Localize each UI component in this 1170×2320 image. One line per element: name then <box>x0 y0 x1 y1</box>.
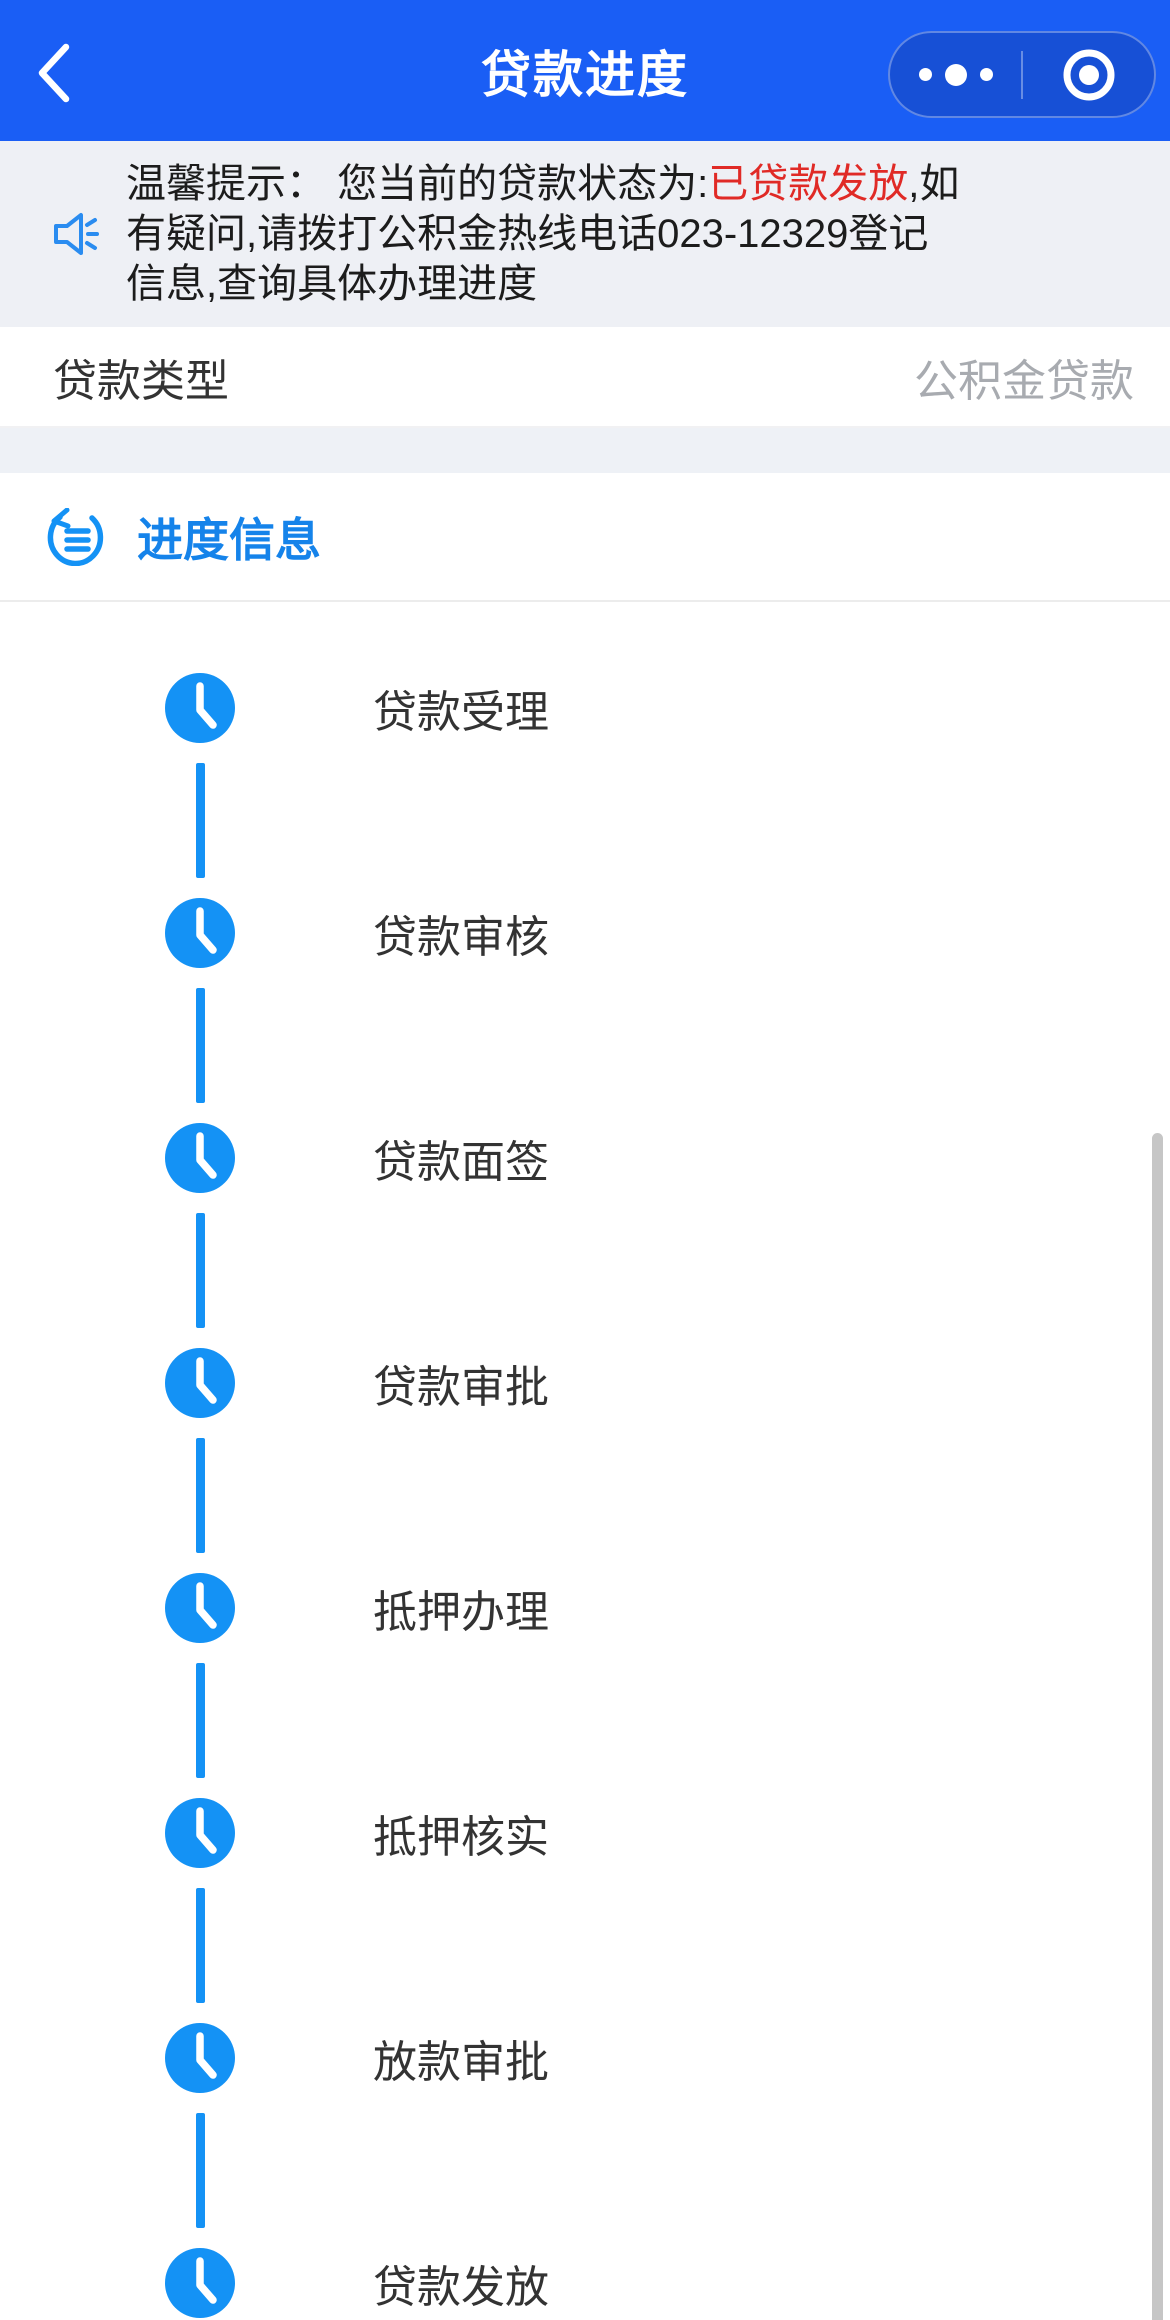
timeline-step-label: 抵押核实 <box>373 1813 549 1862</box>
progress-section-header: 进度信息 <box>0 473 1170 602</box>
section-spacer <box>0 428 1170 473</box>
timeline-step: 贷款审核 <box>0 827 1170 1103</box>
timeline-connector <box>196 988 205 1103</box>
capsule-target-icon <box>1063 49 1114 100</box>
notice-segment: 信息,查询具体办理进度 <box>126 262 538 306</box>
app-header: 贷款进度 <box>0 0 1170 141</box>
timeline: 贷款受理贷款审核贷款面签贷款审批抵押办理抵押核实放款审批贷款发放 <box>0 602 1170 2320</box>
notice-segment: ,如 <box>908 162 960 206</box>
timeline-step-label: 贷款受理 <box>373 688 549 737</box>
loan-status-value: 已贷款发放 <box>708 162 909 206</box>
timeline-connector <box>196 2113 205 2228</box>
timeline-step-label: 贷款面签 <box>373 1138 549 1187</box>
clock-icon <box>165 1123 235 1193</box>
timeline-step-label: 贷款发放 <box>373 2263 549 2312</box>
notice-line: 温馨提示： 您当前的贷款状态为:已贷款发放,如 <box>126 159 1140 209</box>
timeline-step-label: 放款审批 <box>373 2038 549 2087</box>
notice-line: 有疑问,请拨打公积金热线电话023-12329登记 <box>126 209 1140 259</box>
loan-type-value: 公积金贷款 <box>914 356 1134 406</box>
timeline-connector <box>196 763 205 878</box>
scrollbar-thumb[interactable] <box>1152 1133 1163 2320</box>
clock-icon <box>165 898 235 968</box>
timeline-step-label: 贷款审核 <box>373 913 549 962</box>
notice-segment: 有疑问,请拨打公积金热线电话023-12329登记 <box>126 212 929 256</box>
timeline-step: 贷款发放 <box>0 2177 1170 2320</box>
clock-icon <box>165 1573 235 1643</box>
page-title: 贷款进度 <box>481 46 689 103</box>
progress-list-icon <box>47 507 104 566</box>
clock-icon <box>165 1348 235 1418</box>
loan-type-label: 贷款类型 <box>53 356 229 406</box>
capsule-divider <box>1021 50 1023 99</box>
exit-button[interactable] <box>1023 33 1154 116</box>
progress-section-title: 进度信息 <box>137 513 321 566</box>
chevron-left-icon <box>38 43 70 103</box>
timeline-step: 放款审批 <box>0 1952 1170 2228</box>
menu-dots-icon <box>918 63 993 86</box>
timeline-connector <box>196 1888 205 2003</box>
timeline-step: 抵押办理 <box>0 1502 1170 1778</box>
timeline-step: 贷款审批 <box>0 1277 1170 1553</box>
notice-bar: 温馨提示： 您当前的贷款状态为:已贷款发放,如有疑问,请拨打公积金热线电话023… <box>0 141 1170 327</box>
clock-icon <box>165 1798 235 1868</box>
timeline-step-label: 抵押办理 <box>373 1588 549 1637</box>
timeline-step-label: 贷款审批 <box>373 1363 549 1412</box>
timeline-step: 贷款受理 <box>0 602 1170 878</box>
timeline-connector <box>196 1213 205 1328</box>
miniprogram-capsule <box>888 31 1156 118</box>
notice-text: 温馨提示： 您当前的贷款状态为:已贷款发放,如有疑问,请拨打公积金热线电话023… <box>126 159 1140 309</box>
back-button[interactable] <box>34 41 74 105</box>
menu-button[interactable] <box>890 33 1021 116</box>
clock-icon <box>165 2248 235 2318</box>
clock-icon <box>165 2023 235 2093</box>
timeline-connector <box>196 1663 205 1778</box>
timeline-step: 贷款面签 <box>0 1052 1170 1328</box>
timeline-connector <box>196 1438 205 1553</box>
notice-segment: 温馨提示： 您当前的贷款状态为: <box>126 162 709 206</box>
notice-line: 信息,查询具体办理进度 <box>126 259 1140 309</box>
speaker-icon <box>54 213 99 255</box>
loan-type-row: 贷款类型 公积金贷款 <box>0 327 1170 428</box>
clock-icon <box>165 673 235 743</box>
timeline-step: 抵押核实 <box>0 1727 1170 2003</box>
